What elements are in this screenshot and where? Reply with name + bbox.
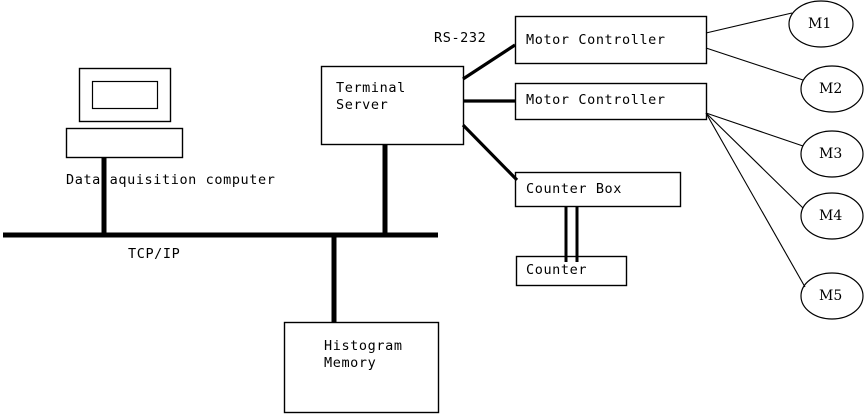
link-ts-to-counter-box [461,123,519,182]
counter-label: Counter [526,262,588,278]
motor-m4-label: M4 [819,208,843,224]
link-mc2-to-m5 [705,112,806,288]
histogram-memory-box[interactable] [283,321,440,414]
computer-screen-outline [91,80,159,110]
motor-m2-label: M2 [819,81,843,97]
data-acquisition-computer-label: Data aquisition computer [66,172,276,188]
terminal-server-box[interactable] [320,65,465,146]
tcpip-bus-label: TCP/IP [128,246,181,262]
terminal-server-label-line2: Server [336,97,389,113]
motor-controller-2-box[interactable] [514,82,708,121]
counter-box-label: Counter Box [526,181,623,197]
motor-m3-ellipse[interactable] [800,130,864,178]
rs232-label: RS-232 [434,30,487,46]
computer-monitor-outline [78,67,172,123]
counter-box-box[interactable] [514,171,682,208]
link-mc2-to-m3 [705,112,804,147]
motor-controller-2-label: Motor Controller [526,92,666,108]
motor-m1-label: M1 [808,16,832,32]
motor-m4-ellipse[interactable] [800,192,864,240]
link-ts-to-mc1 [462,43,516,81]
motor-m5-ellipse[interactable] [800,272,864,320]
motor-controller-1-label: Motor Controller [526,32,666,48]
link-mc1-to-m2 [705,47,804,81]
motor-m3-label: M3 [819,146,843,162]
motor-controller-1-box[interactable] [514,15,708,65]
link-mc2-to-m4 [705,112,804,209]
counter-box[interactable] [515,255,628,287]
histogram-memory-label-line1: Histogram [324,338,403,354]
motor-m2-ellipse[interactable] [800,65,864,113]
terminal-server-label-line1: Terminal [336,80,406,96]
histogram-memory-label-line2: Memory [324,355,377,371]
motor-m1-ellipse[interactable] [788,0,854,48]
computer-base-outline [65,127,184,159]
link-mc1-to-m1 [705,12,793,34]
motor-m5-label: M5 [819,288,843,304]
